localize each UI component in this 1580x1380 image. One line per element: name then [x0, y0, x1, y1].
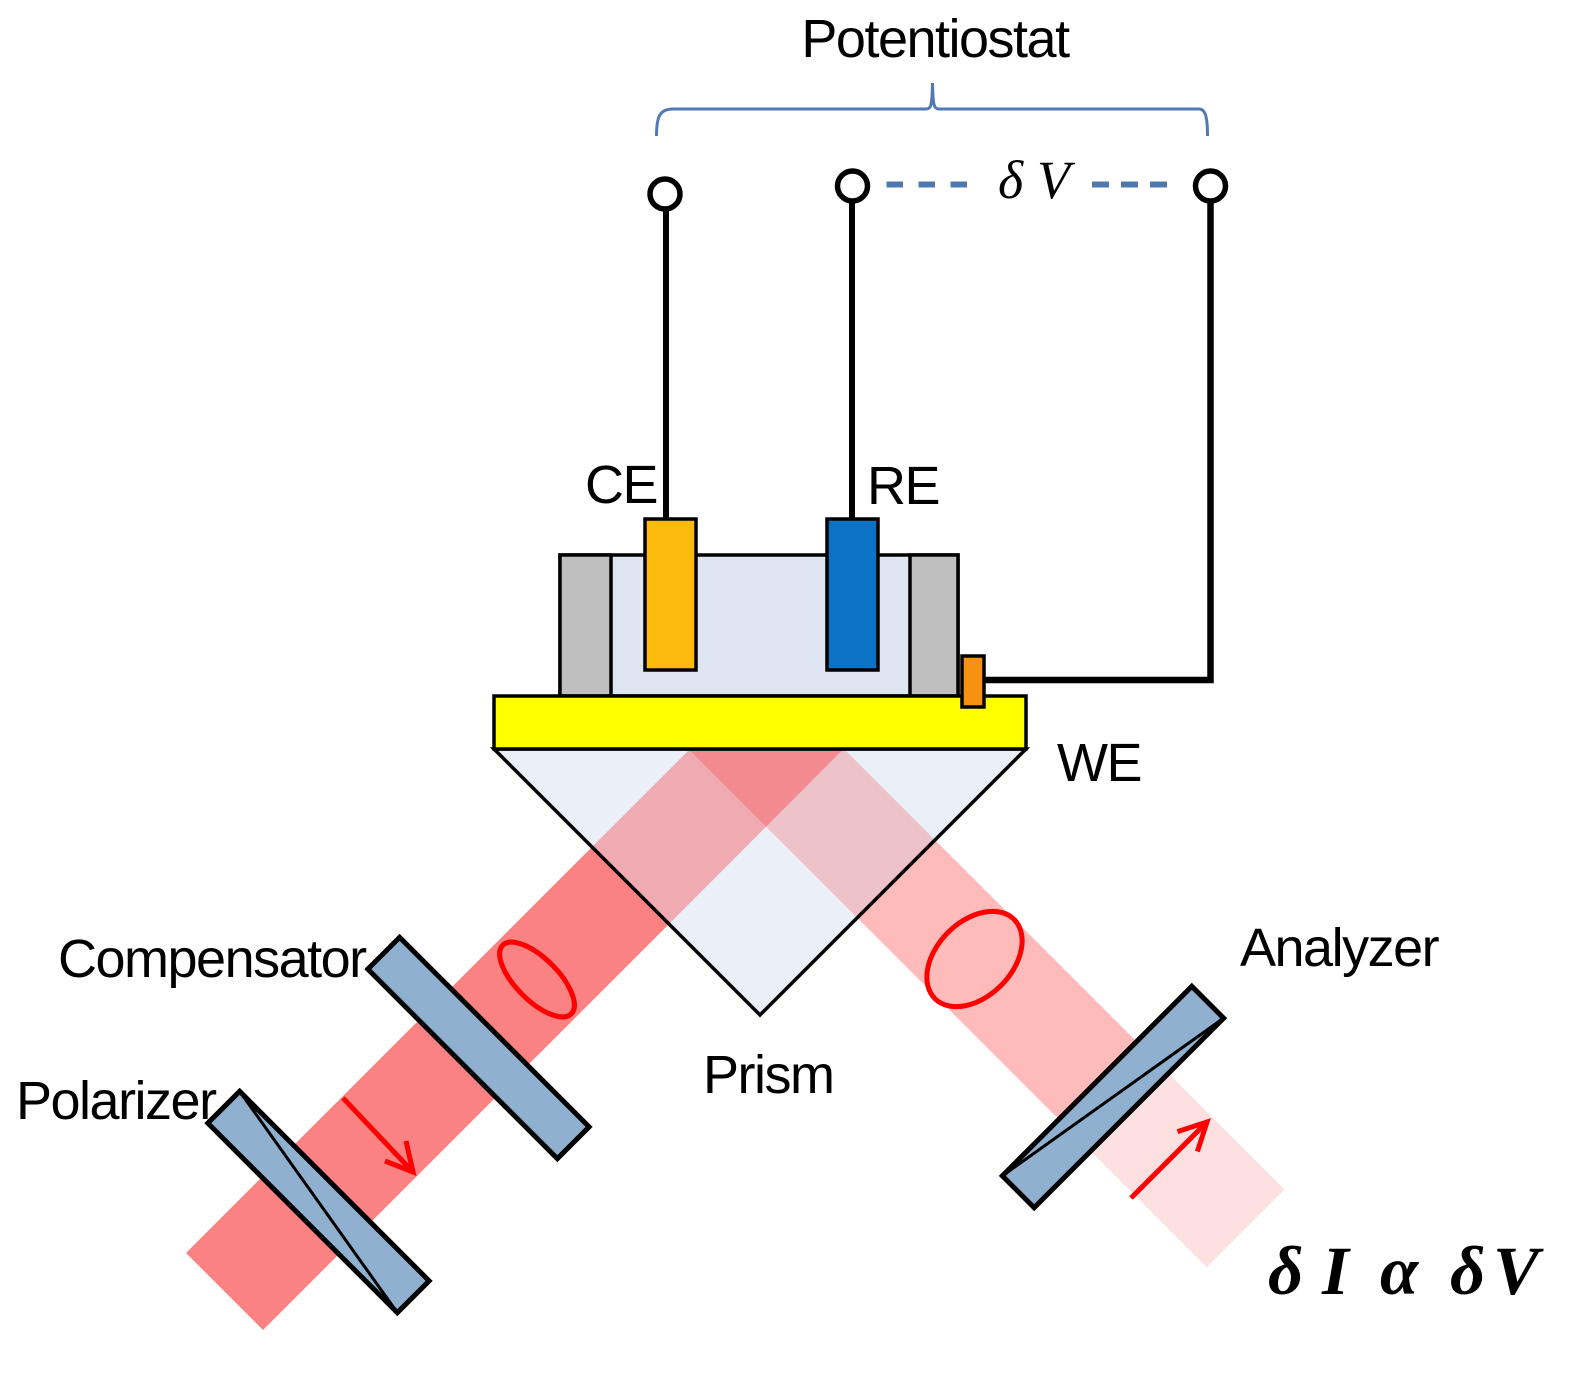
svg-text:Prism: Prism	[703, 1045, 833, 1105]
svg-text:Analyzer: Analyzer	[1240, 918, 1440, 978]
svg-text:Compensator: Compensator	[58, 929, 367, 989]
svg-text:CE: CE	[585, 455, 657, 515]
svg-text:WE: WE	[1057, 733, 1141, 793]
svg-text:δ: δ	[1268, 1233, 1303, 1309]
svg-text:α: α	[1380, 1233, 1420, 1309]
svg-text:δ: δ	[1450, 1233, 1485, 1309]
svg-text:I: I	[1321, 1233, 1351, 1309]
svg-text:Potentiostat: Potentiostat	[801, 9, 1070, 69]
svg-text:δ: δ	[998, 150, 1024, 210]
svg-text:Polarizer: Polarizer	[16, 1071, 217, 1131]
svg-text:V: V	[1037, 150, 1076, 210]
svg-text:V: V	[1493, 1233, 1544, 1309]
svg-text:RE: RE	[867, 456, 939, 516]
